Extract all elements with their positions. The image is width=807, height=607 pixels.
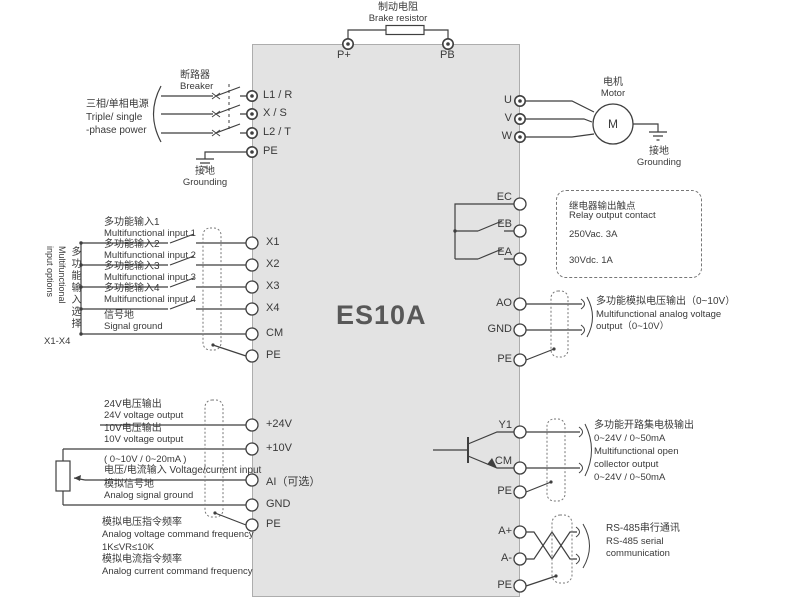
shield-analog: [204, 399, 224, 518]
terminal-label-ai: AI（可选）: [266, 476, 321, 488]
terminal-label-l1r: L1 / R: [263, 89, 293, 101]
open-collector-desc: 多功能开路集电极输出 0~24V / 0~50mA Multifunctiona…: [594, 420, 694, 483]
analog-command-notes: 模拟电压指令频率 Analog voltage command frequenc…: [102, 517, 254, 578]
transistor-symbol: [433, 431, 514, 469]
terminal-label-cm2: CM: [494, 455, 512, 467]
terminal-label-x4: X4: [266, 302, 280, 314]
potentiometer-symbol: [55, 460, 86, 492]
input-options-side-label: 多功能输入选择 Multifunctional input options: [45, 246, 80, 330]
input-switches: [81, 233, 246, 335]
rs485-desc: RS-485串行通讯 RS-485 serial communication: [606, 523, 680, 559]
terminals-power: [246, 37, 526, 159]
terminal-label-pe-power: PE: [263, 145, 278, 157]
ground-symbol-motor: [633, 123, 667, 141]
shield-y1: [546, 418, 566, 502]
terminal-label-y1: Y1: [498, 419, 512, 431]
terminals-control: [245, 197, 527, 593]
shield-ao: [550, 290, 569, 358]
voltage-current-input-label: ( 0~10V / 0~20mA )电压/电流输入 Voltage/curren…: [104, 454, 262, 476]
terminal-label-10v: +10V: [266, 442, 292, 454]
shield-ao-pe-wire: [525, 347, 556, 361]
terminal-label-ao: AO: [496, 297, 512, 309]
ao-wires: [526, 296, 593, 338]
terminal-label-x2: X2: [266, 258, 280, 270]
ground-symbol-power-input: [196, 151, 246, 168]
terminal-label-pb: PB: [440, 49, 455, 61]
terminal-label-x1: X1: [266, 236, 280, 248]
inverter-unit-box: [252, 44, 520, 597]
shield-inputs-pe-wire: [211, 343, 247, 357]
terminal-label-l2t: L2 / T: [263, 126, 291, 138]
input-range-label: X1-X4: [44, 336, 71, 347]
terminal-label-24v: +24V: [266, 418, 292, 430]
terminal-label-eb: EB: [497, 218, 512, 230]
terminal-label-cm: CM: [266, 327, 284, 339]
shield-rs485: [551, 514, 573, 584]
shield-rs485-pe-wire: [525, 574, 558, 587]
terminal-label-pe-ao: PE: [497, 353, 512, 365]
shield-inputs: [202, 227, 222, 351]
terminal-label-gnd2: GND: [487, 323, 512, 335]
terminal-label-gnd: GND: [266, 498, 291, 510]
terminal-label-a-plus: A+: [498, 525, 512, 537]
terminal-label-pe-analog: PE: [266, 518, 281, 530]
terminal-label-a-minus: A-: [501, 552, 512, 564]
terminal-label-w: W: [501, 130, 512, 142]
terminal-label-pe-rs485: PE: [497, 579, 512, 591]
breaker-symbol: [161, 84, 246, 137]
model-label: ES10A: [336, 300, 427, 330]
terminal-label-p-plus: P+: [337, 49, 351, 61]
terminal-label-pe-y1: PE: [497, 485, 512, 497]
brake-resistor-circuit: [347, 24, 449, 39]
relay-info-box: 继电器输出触点 Relay output contact 250Vac. 3A …: [556, 190, 702, 278]
terminal-label-xs: X / S: [263, 107, 287, 119]
terminal-label-ea: EA: [497, 246, 512, 258]
terminal-label-ec: EC: [496, 191, 512, 203]
terminal-label-u: U: [504, 94, 512, 106]
shield-y1-pe-wire: [525, 480, 553, 493]
power-source-label: 三相/单相电源 Triple/ single -phase power: [86, 99, 149, 136]
terminal-label-pe-inputs: PE: [266, 349, 281, 361]
twisted-pair-symbol: [526, 523, 590, 569]
shield-analog-pe-wire: [213, 511, 247, 526]
power-source-bracket: [152, 85, 162, 143]
terminal-label-x3: X3: [266, 280, 280, 292]
motor-m-symbol: M: [608, 117, 618, 131]
terminal-label-v: V: [504, 112, 512, 124]
analog-voltage-output-desc: 多功能模拟电压输出（0~10V） Multifunctional analog …: [596, 296, 736, 332]
motor-wires: [526, 100, 595, 138]
collector-wires: [526, 423, 592, 477]
relay-contact-symbol: [453, 203, 514, 260]
